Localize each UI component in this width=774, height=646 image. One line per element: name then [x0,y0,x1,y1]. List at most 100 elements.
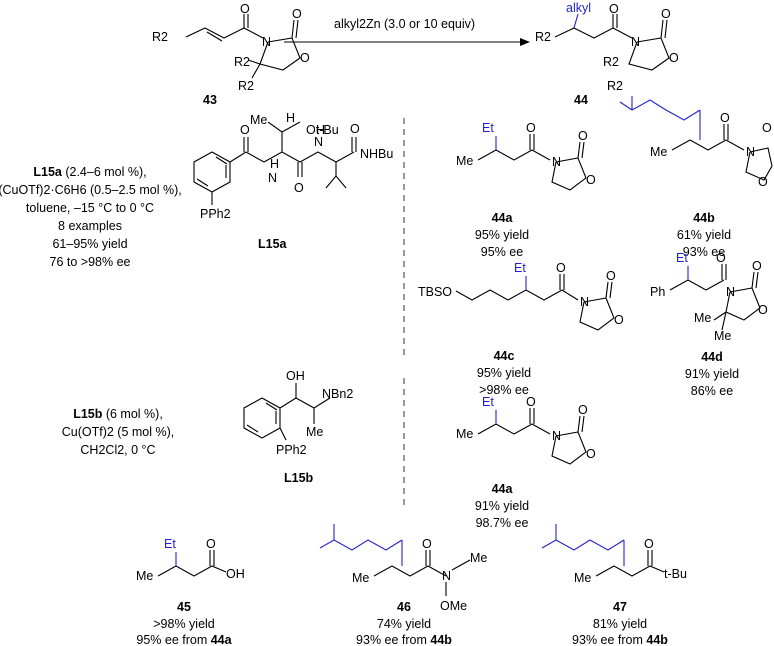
svg-text:CH2Cl2, 0 °C: CH2Cl2, 0 °C [80,443,155,457]
p47-me: Me [574,571,591,585]
p44a-me: Me [456,154,473,168]
ring-o: O [300,51,310,65]
product-46-structure [319,524,471,596]
p44d-o3: O [758,303,768,317]
p45-o: O [206,537,216,551]
p44b-ee: 93% ee [683,245,725,259]
starting-material-43 [185,14,301,79]
product-44 [554,13,670,71]
product-47-structure [541,524,665,577]
p44d-me-a: Me [694,311,711,325]
l15a-nhbu: NHBu [360,147,393,161]
product-44c-structure [455,274,615,331]
p44d-ph: Ph [650,285,665,299]
ligand-l15b [243,383,331,441]
product-ring-o-carbonyl: O [661,7,671,21]
p46-me: Me [352,571,369,585]
svg-text:L15b (6 mol %),: L15b (6 mol %), [73,407,163,421]
p44a-o1: O [526,121,536,135]
l15a-carbonyl-o-3: O [350,122,360,136]
p46-ee: 93% ee from 44b [356,633,452,646]
l15b-me: Me [306,425,323,439]
p44b-n: N [746,145,755,159]
p44a-ee: 95% ee [481,245,523,259]
p44a2-n: N [552,429,561,443]
p44b-me: Me [650,145,667,159]
p45-me: Me [136,569,153,583]
p47-ee: 93% ee from 44b [572,633,668,646]
l15a-n-1: N [268,171,277,185]
carbonyl-o: O [240,2,250,16]
compound-label-43: 43 [203,93,217,107]
p44a2-ee: 98.7% ee [476,516,529,530]
p47-tbu: t-Bu [664,567,687,581]
p44a-n: N [552,155,561,169]
product-carbonyl-o: O [609,2,619,16]
p44c-label: 44c [494,349,515,363]
l15b-nbn2: NBn2 [322,387,353,401]
p44a-et: Et [482,121,494,135]
p46-n: N [442,569,451,583]
l15a-otbu: Ot-Bu [306,123,339,137]
p44a2-yield: 91% yield [475,499,529,513]
conditions-a: L15a (2.4–6 mol %), (CuOTf)2·C6H6 (0.5–2… [0,165,182,269]
p47-label: 47 [613,600,627,614]
p45-oh: OH [226,567,245,581]
p44b-yield: 61% yield [677,228,731,242]
l15a-carbonyl-o: O [240,123,250,137]
p44a2-o3: O [586,447,596,461]
p44c-o3: O [614,313,624,327]
l15a-nh-1: H [270,157,279,171]
svg-text:L15a (2.4–6 mol %),: L15a (2.4–6 mol %), [33,165,146,179]
l15b-pph2: PPh2 [276,443,307,457]
n-atom: N [262,35,271,49]
l15a-h: H [286,111,295,125]
p46-yield: 74% yield [377,617,431,631]
p45-label: 45 [177,600,191,614]
p44a2-et: Et [482,395,494,409]
p44c-tbso: TBSO [418,285,452,299]
p44c-et: Et [514,261,526,275]
p44c-o1: O [556,261,566,275]
ring-o-carbonyl: O [292,7,302,21]
p44d-ee: 86% ee [691,384,733,398]
product-r2-ring-b: R2 [607,79,623,93]
p45-yield: >98% yield [153,617,215,631]
ligand-label-l15a: L15a [258,237,288,251]
p44b-o3: O [758,175,768,189]
p46-ome: OMe [440,599,467,613]
product-44a-structure [477,134,587,191]
arrow-head [520,38,530,46]
product-45-structure [157,550,227,577]
p44c-yield: 95% yield [477,366,531,380]
l15a-me: Me [250,113,267,127]
p44c-o2: O [606,269,616,283]
r2-label-product: R2 [535,30,551,44]
product-44b-structure [619,96,773,181]
p44d-me-b: Me [714,329,731,343]
l15a-nh-2: H [316,123,325,137]
p44a2-o1: O [526,395,536,409]
svg-text:76 to >98% ee: 76 to >98% ee [50,255,131,269]
p44d-o2: O [752,259,762,273]
product-r2-ring-a: R2 [603,55,619,69]
l15a-pph2: PPh2 [200,207,231,221]
p44d-yield: 91% yield [685,367,739,381]
svg-text:Cu(OTf)2 (5 mol %),: Cu(OTf)2 (5 mol %), [62,425,175,439]
p44a2-me: Me [456,427,473,441]
l15b-oh: OH [286,369,305,383]
product-n-atom: N [631,35,640,49]
svg-text:8 examples: 8 examples [58,219,122,233]
ligand-l15a [193,121,357,205]
ligand-label-l15b: L15b [284,471,314,485]
p44d-o1: O [716,251,726,265]
r2-label-ring-a: R2 [234,55,250,69]
r2-label-ring-b: R2 [238,79,254,93]
p44a-yield: 95% yield [475,228,529,242]
p44a2-label: 44a [492,482,514,496]
p47-yield: 81% yield [593,617,647,631]
p44b-o2: O [762,121,772,135]
reagent-text: alkyl2Zn (3.0 or 10 equiv) [334,17,475,31]
p44d-label: 44d [701,350,723,364]
